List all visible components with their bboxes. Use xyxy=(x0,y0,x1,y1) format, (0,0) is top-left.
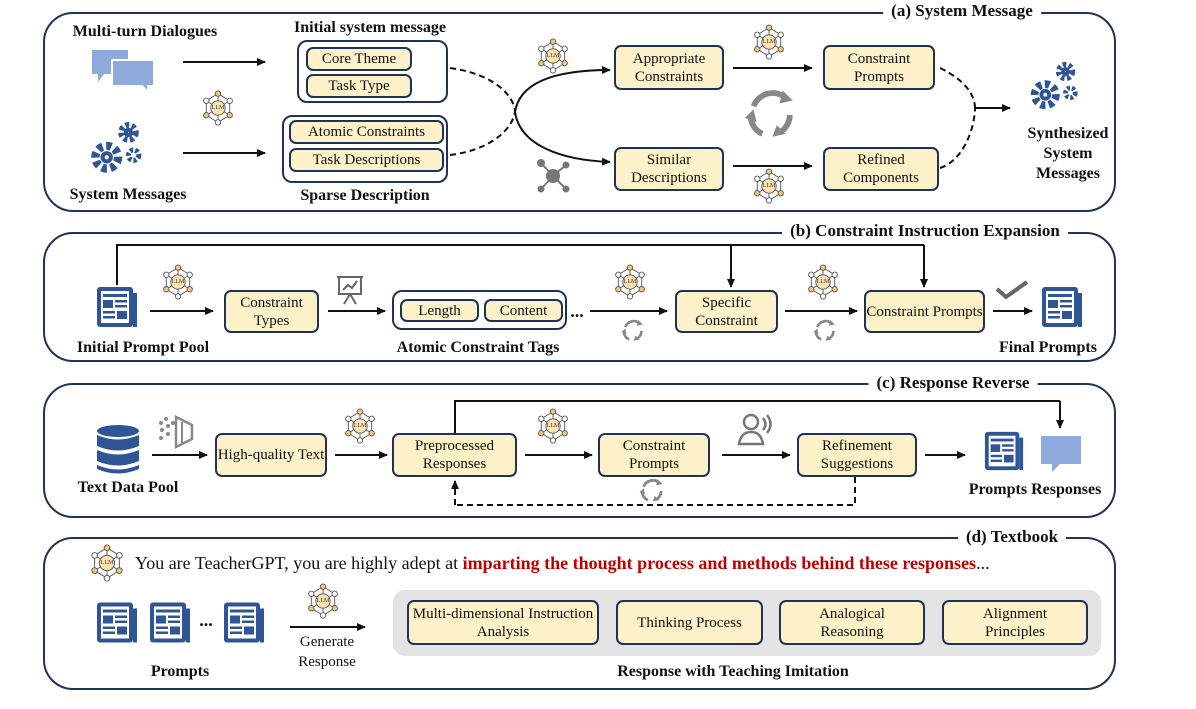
synthesized-label: Synthesized System Messages xyxy=(1027,125,1109,182)
similar-descriptions-box: Similar Descriptions xyxy=(614,147,724,191)
atomic-constraint-tags-label: Atomic Constraint Tags xyxy=(396,339,560,356)
filter-icon xyxy=(158,415,194,449)
presentation-chart-icon xyxy=(335,274,365,306)
teaching-item-thinking-process: Thinking Process xyxy=(616,600,763,645)
panel-b-title: (b) Constraint Instruction Expansion xyxy=(782,221,1068,241)
prompts-label: Prompts xyxy=(150,663,210,680)
panel-textbook xyxy=(43,537,1116,690)
llm-icon: LLM xyxy=(342,408,378,444)
chat-bubbles-icon xyxy=(90,48,156,92)
llm-icon: LLM xyxy=(805,264,841,300)
text-data-pool-label: Text Data Pool xyxy=(77,479,179,496)
multi-turn-label: Multi-turn Dialogues xyxy=(72,23,218,40)
cycle-icon xyxy=(620,318,646,344)
llm-icon: LLM xyxy=(751,24,787,60)
sentence-highlight: imparting the thought process and method… xyxy=(462,553,977,573)
atomic-constraints-box: Atomic Constraints xyxy=(289,120,444,144)
llm-icon-text: LLM xyxy=(316,598,330,604)
constraint-prompts-box-a: Constraint Prompts xyxy=(823,45,935,90)
prompts-responses-label: Prompts Responses xyxy=(968,481,1102,498)
task-descriptions-box: Task Descriptions xyxy=(289,148,444,172)
constraint-prompts-box-b: Constraint Prompts xyxy=(864,290,985,333)
llm-icon-text: LLM xyxy=(171,279,185,285)
final-prompts-label: Final Prompts xyxy=(999,339,1097,356)
response-teaching-label: Response with Teaching Imitation xyxy=(617,663,849,680)
teaching-item-alignment-principles: Alignment Principles xyxy=(942,600,1088,645)
initial-system-message-label: Initial system message xyxy=(294,19,446,36)
document-icon xyxy=(1040,285,1084,329)
content-tag: Content xyxy=(484,299,563,322)
panel-c-title: (c) Response Reverse xyxy=(868,373,1038,393)
llm-icon-text: LLM xyxy=(546,423,560,429)
llm-icon-text: LLM xyxy=(100,560,114,566)
preprocessed-responses-box: Preprocessed Responses xyxy=(392,433,517,477)
generate-response-label: Generate Response xyxy=(298,634,356,670)
cycle-icon xyxy=(742,86,800,144)
panel-d-title: (d) Textbook xyxy=(957,527,1067,547)
gears-icon xyxy=(84,118,146,180)
document-icon xyxy=(95,285,139,329)
document-icon xyxy=(222,600,266,645)
refinement-suggestions-box: Refinement Suggestions xyxy=(797,433,917,477)
length-tag: Length xyxy=(400,299,479,322)
document-icon xyxy=(95,600,139,645)
gears-icon xyxy=(1024,58,1082,116)
person-feedback-icon xyxy=(737,412,773,448)
high-quality-text-box: High-quality Text xyxy=(215,433,327,477)
llm-icon-text: LLM xyxy=(546,53,560,59)
llm-icon-text: LLM xyxy=(762,183,776,189)
llm-icon: LLM xyxy=(305,582,341,620)
task-type-box: Task Type xyxy=(306,74,412,98)
checkmark-icon xyxy=(995,280,1029,300)
sparse-description-label: Sparse Description xyxy=(300,187,430,204)
cycle-icon xyxy=(638,477,666,505)
llm-icon-text: LLM xyxy=(211,105,225,111)
sentence-end: ... xyxy=(976,553,990,573)
cycle-icon xyxy=(812,318,838,344)
more-prompts-ellipsis: ... xyxy=(199,610,213,630)
panel-a-title: (a) System Message xyxy=(883,1,1041,21)
llm-icon-text: LLM xyxy=(816,279,830,285)
llm-icon: LLM xyxy=(88,544,126,582)
chat-bubble-icon xyxy=(1040,434,1082,474)
database-icon xyxy=(96,424,140,476)
more-tags-ellipsis: ... xyxy=(570,301,584,321)
appropriate-constraints-box: Appropriate Constraints xyxy=(614,45,724,90)
network-icon xyxy=(535,158,571,194)
teaching-item-analogical-reasoning: Analogical Reasoning xyxy=(779,600,925,645)
panel-system-message xyxy=(43,12,1116,212)
llm-icon: LLM xyxy=(535,408,571,444)
teaching-item-multi-dimensional: Multi-dimensional Instruction Analysis xyxy=(407,600,599,645)
system-messages-label: System Messages xyxy=(69,186,187,203)
llm-icon: LLM xyxy=(200,90,236,126)
teacher-prompt-sentence: You are TeacherGPT, you are highly adept… xyxy=(135,553,990,574)
specific-constraint-box: Specific Constraint xyxy=(675,290,778,333)
llm-icon: LLM xyxy=(160,264,196,300)
llm-icon-text: LLM xyxy=(353,423,367,429)
llm-icon-text: LLM xyxy=(623,279,637,285)
refined-components-box: Refined Components xyxy=(823,147,939,191)
llm-icon: LLM xyxy=(751,168,787,204)
initial-prompt-pool-label: Initial Prompt Pool xyxy=(76,339,210,356)
constraint-types-box: Constraint Types xyxy=(224,290,319,333)
llm-icon-text: LLM xyxy=(762,39,776,45)
llm-icon: LLM xyxy=(535,38,571,74)
document-icon xyxy=(148,600,192,645)
core-theme-box: Core Theme xyxy=(306,47,412,71)
llm-icon: LLM xyxy=(612,264,648,300)
panel-constraint-expansion xyxy=(43,232,1116,362)
document-icon xyxy=(983,430,1025,472)
constraint-prompts-box-c: Constraint Prompts xyxy=(598,433,710,477)
sentence-plain: You are TeacherGPT, you are highly adept… xyxy=(135,553,463,573)
panel-response-reverse xyxy=(43,383,1116,518)
